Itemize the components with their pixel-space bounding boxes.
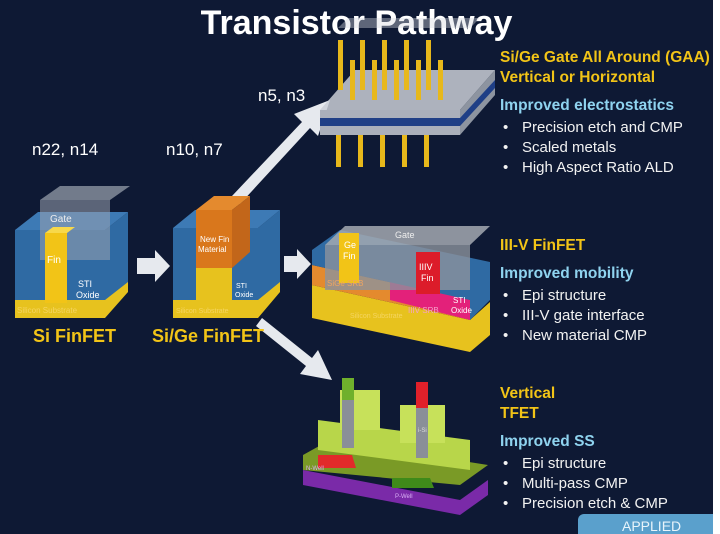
- bullet-item: Multi-pass CMP: [500, 474, 668, 494]
- si-finfet-label: Si FinFET: [33, 326, 116, 346]
- applied-logo: APPLIED: [578, 514, 713, 534]
- page-title: Transistor Pathway: [200, 4, 513, 42]
- arrow-right-icon: [284, 249, 311, 279]
- substrate-label: Silicon Substrate: [350, 313, 403, 320]
- oxide-label: Oxide: [451, 306, 472, 315]
- material-label: Material: [198, 245, 227, 254]
- fin-label: Fin: [343, 251, 356, 261]
- sti-label: STI: [453, 296, 465, 305]
- node-label-n22-n14: n22, n14: [32, 140, 99, 159]
- fin-label: Fin: [47, 255, 61, 266]
- bullet-item: Precision etch & CMP: [500, 494, 668, 514]
- node-label-n5-n3: n5, n3: [258, 86, 306, 105]
- pwell-label: P-Well: [395, 494, 413, 500]
- si-finfet-device: Gate Fin STI Oxide Silicon Substrate: [15, 186, 130, 318]
- sige-srb-label: SiGe SRB: [327, 279, 363, 288]
- section-heading: Vertical: [500, 385, 556, 402]
- section-heading: Vertical or Horizontal: [500, 69, 656, 86]
- arrows: [137, 100, 332, 380]
- section-subheading: Improved electrostatics: [500, 97, 675, 114]
- iiiv-finfet-device: Ge Fin Gate IIIV Fin STI Oxide SiGe SRB …: [312, 226, 490, 352]
- gate-label: Gate: [50, 214, 72, 225]
- section-heading: Si/Ge Gate All Around (GAA): [500, 49, 710, 66]
- iiiv-description: III-V FinFET Improved mobility Epi struc…: [500, 236, 647, 346]
- gaa-device: [320, 18, 495, 167]
- sti-label: STI: [236, 283, 247, 290]
- section-heading: III-V FinFET: [500, 237, 586, 254]
- sige-finfet-label: Si/Ge FinFET: [152, 326, 265, 346]
- substrate-label: Silicon Substrate: [17, 306, 78, 315]
- sti-label: STI: [78, 279, 92, 289]
- substrate-label: Silicon Substrate: [176, 308, 229, 315]
- bullet-item: Scaled metals: [500, 138, 710, 158]
- ge-label: Ge: [344, 240, 356, 250]
- bullet-item: III-V gate interface: [500, 306, 647, 326]
- arrow-right-icon: [137, 250, 170, 282]
- section-heading: TFET: [500, 405, 539, 422]
- tfet-description: Vertical TFET Improved SS Epi structure …: [500, 384, 668, 514]
- sige-finfet-device: New Fin Material STI Oxide Silicon Subst…: [173, 196, 280, 318]
- gate-label: Gate: [395, 230, 415, 240]
- bullet-item: Epi structure: [500, 454, 668, 474]
- node-label-n10-n7: n10, n7: [166, 140, 223, 159]
- section-subheading: Improved mobility: [500, 265, 634, 282]
- gaa-description: Si/Ge Gate All Around (GAA) Vertical or …: [500, 48, 710, 178]
- oxide-label: Oxide: [235, 292, 253, 299]
- oxide-label: Oxide: [76, 290, 100, 300]
- nwell-label: N-Well: [306, 466, 324, 472]
- isi-label: i-Si: [418, 428, 427, 434]
- tfet-device: N-Well P-Well i-Si: [303, 378, 488, 515]
- section-subheading: Improved SS: [500, 433, 595, 450]
- bullet-item: High Aspect Ratio ALD: [500, 158, 710, 178]
- iiiv-label: IIIV: [419, 262, 433, 272]
- arrow-down-right-icon: [256, 318, 332, 380]
- bullet-item: Epi structure: [500, 286, 647, 306]
- bullet-item: New material CMP: [500, 326, 647, 346]
- new-fin-label: New Fin: [200, 235, 229, 244]
- arrow-up-right-icon: [232, 100, 330, 204]
- bullet-item: Precision etch and CMP: [500, 118, 710, 138]
- fin-label: Fin: [421, 273, 434, 283]
- iiiv-srb-label: IIIV SRB: [408, 306, 439, 315]
